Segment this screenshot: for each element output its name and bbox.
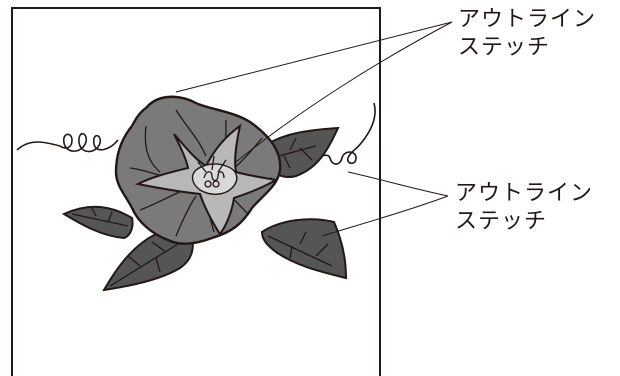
callout-right-line2: ステッチ [455,208,593,236]
flower-center [193,164,237,194]
callout-top-line2: ステッチ [458,34,596,62]
callout-label-right: アウトライン ステッチ [455,180,593,236]
callout-right-line1: アウトライン [455,180,593,208]
callout-top-line1: アウトライン [458,6,596,34]
callout-label-top: アウトライン ステッチ [458,6,596,62]
